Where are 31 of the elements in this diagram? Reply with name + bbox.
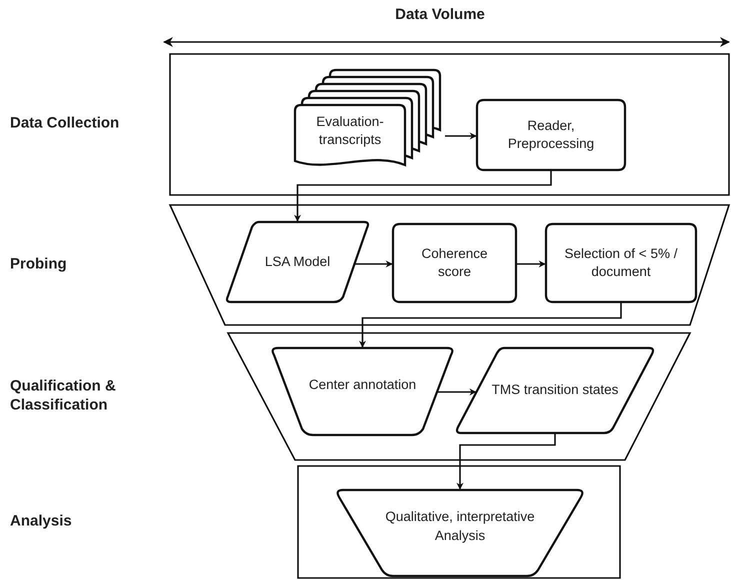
stage-label: Analysis	[10, 512, 73, 532]
stage-band	[170, 205, 729, 325]
process-box	[393, 224, 516, 302]
process-box	[546, 224, 696, 302]
diagram-title: Data Volume	[394, 6, 486, 23]
process-box	[477, 100, 625, 170]
manual-trapezoid	[270, 348, 455, 435]
stage-band	[298, 466, 620, 578]
step-label: Coherence score	[420, 244, 489, 281]
arrow	[456, 433, 556, 490]
step-label: Reader, Preprocessing	[506, 116, 596, 153]
input-parallelogram	[225, 222, 370, 302]
step-label: LSA Model	[264, 252, 332, 271]
input-parallelogram	[455, 348, 655, 433]
arrow	[359, 302, 622, 348]
manual-trapezoid	[335, 490, 585, 576]
step-label: Evaluation-transcripts	[315, 112, 385, 149]
arrow	[437, 388, 476, 396]
stage-label: Probing	[10, 256, 68, 274]
step-label: TMS transition states	[490, 381, 620, 400]
step-label: Selection of < 5% / document	[564, 244, 678, 281]
arrow	[354, 260, 393, 268]
stage-label: Data Collection	[10, 114, 120, 134]
stage-label: Qualification & Classification	[10, 377, 117, 415]
arrow	[516, 260, 546, 268]
arrow	[294, 170, 552, 222]
arrow	[445, 132, 477, 140]
stage-band	[170, 54, 729, 195]
step-label: Qualitative, interpretative Analysis	[384, 508, 536, 545]
step-label: Center annotation	[308, 376, 418, 394]
stage-band	[228, 333, 690, 460]
